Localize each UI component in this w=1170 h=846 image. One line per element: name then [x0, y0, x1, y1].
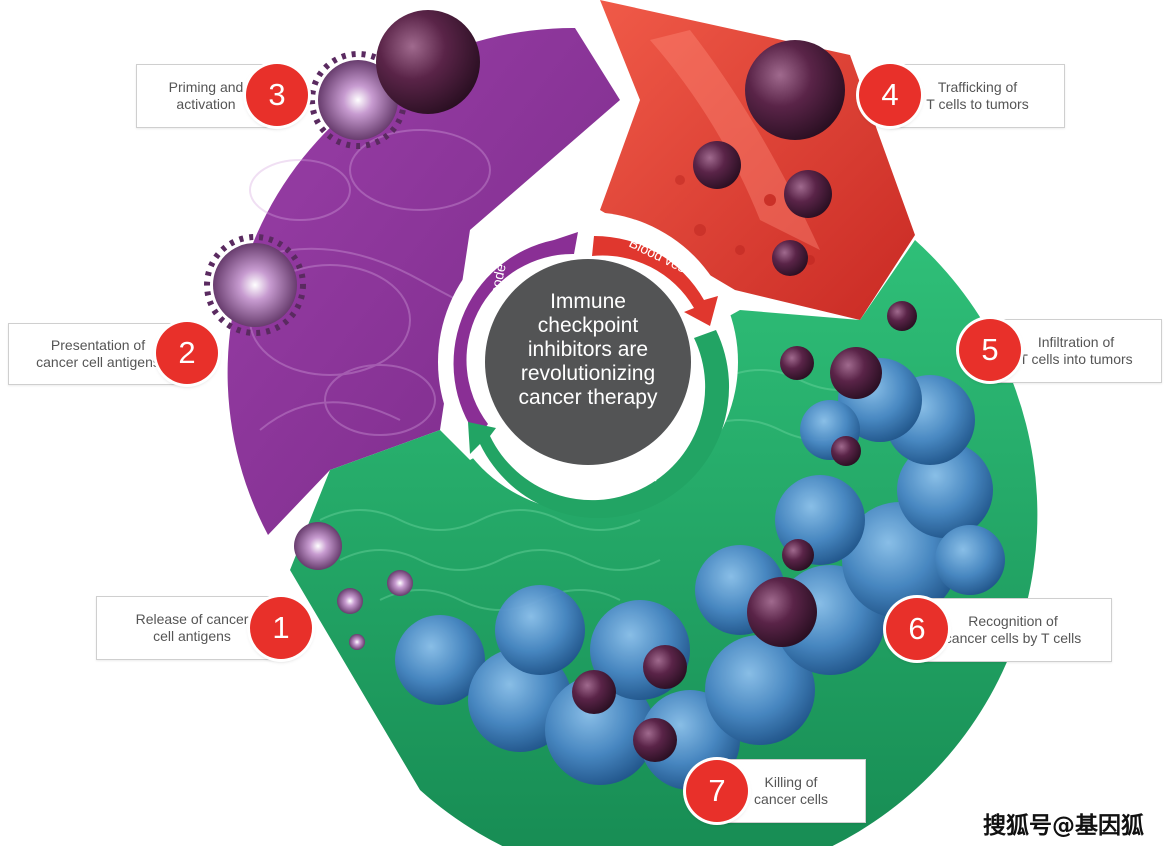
step-2-badge: 2	[156, 322, 218, 384]
cancer-antigen	[294, 522, 413, 650]
center-line: inhibitors are	[527, 338, 649, 361]
center-title: Immune checkpoint inhibitors are revolut…	[488, 290, 688, 410]
step-7-line1: Killing of	[764, 774, 818, 790]
center-line: Immune	[550, 290, 626, 313]
step-2-line2: cancer cell antigens	[36, 354, 160, 370]
step-2-line1: Presentation of	[50, 337, 146, 353]
step-5-badge: 5	[959, 319, 1021, 381]
step-6-line2: cancer cells by T cells	[944, 630, 1082, 646]
step-7-line2: cancer cells	[754, 791, 828, 807]
center-line: checkpoint	[537, 314, 639, 337]
step-5-line2: T cells into tumors	[1019, 351, 1133, 367]
t-cell	[376, 10, 917, 762]
center-circle	[485, 259, 691, 465]
center-line: revolutionizing	[520, 362, 656, 385]
step-3-line1: Priming and	[168, 79, 244, 95]
tumor-arrow	[468, 330, 730, 519]
step-4-badge: 4	[859, 64, 921, 126]
lymph-node-sector	[227, 27, 620, 536]
step-4-line2: T cells to tumors	[926, 96, 1029, 112]
step-4-line1: Trafficking of	[937, 79, 1018, 95]
tumor-cell-cluster	[395, 358, 1005, 790]
lymph-node-texture	[249, 129, 491, 436]
watermark: 搜狐号@基因狐	[983, 813, 1144, 839]
step-2-label: Presentation of cancer cell antigens	[8, 323, 188, 385]
step-6-badge: 6	[886, 598, 948, 660]
blood-vessel-texture	[650, 30, 820, 265]
step-1-line1: Release of cancer	[135, 611, 249, 627]
step-6-line1: Recognition of	[968, 613, 1058, 629]
blood-vessel-arrow	[592, 235, 718, 326]
lymph-node-arrow	[453, 232, 578, 438]
step-1-line2: cell antigens	[153, 628, 231, 644]
step-3-line2: activation	[176, 96, 236, 112]
step-7-badge: 7	[686, 760, 748, 822]
center-line: cancer therapy	[518, 386, 658, 409]
step-5-line1: Infiltration of	[1037, 334, 1115, 350]
step-1-badge: 1	[250, 597, 312, 659]
dendritic-cell	[204, 234, 306, 336]
step-3-badge: 3	[246, 64, 308, 126]
